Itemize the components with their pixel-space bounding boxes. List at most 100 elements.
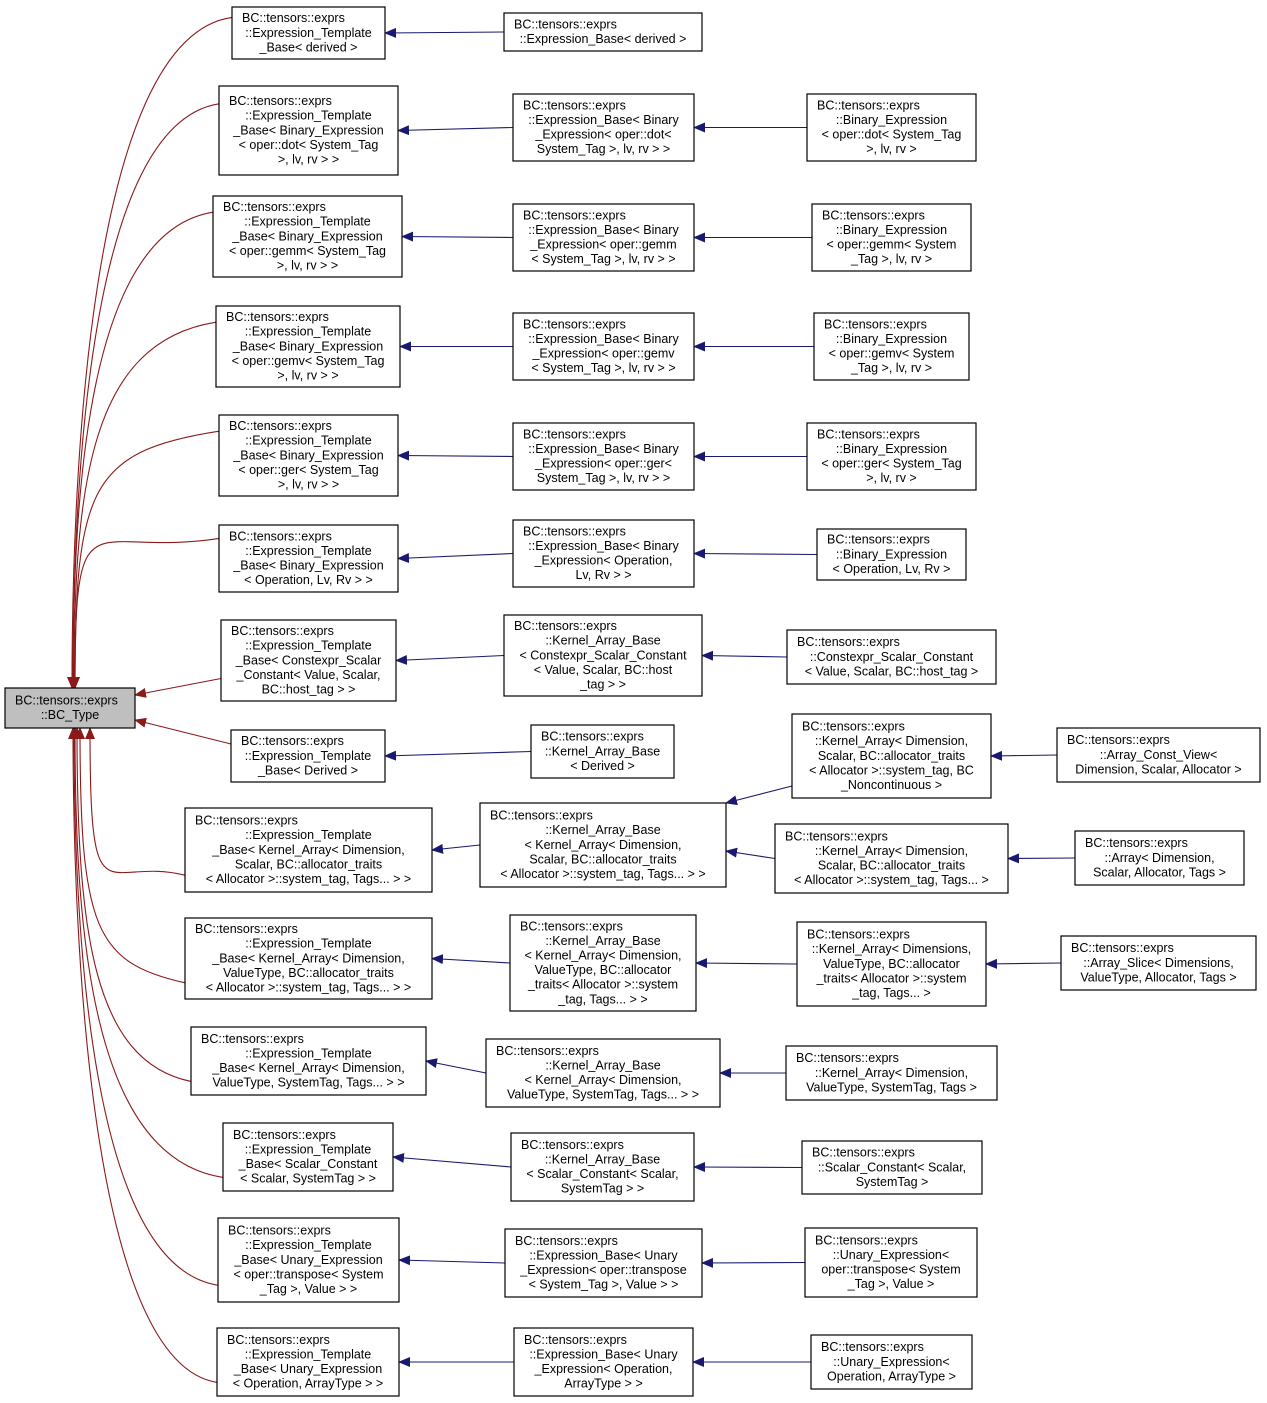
class-node-b6[interactable]: BC::tensors::exprs::Expression_Base< Bin…: [512, 519, 695, 588]
node-label-line: ::Kernel_Array< Dimensions,: [812, 942, 971, 956]
class-node-a3[interactable]: BC::tensors::exprs::Expression_Template_…: [212, 195, 403, 278]
edge-c12-to-b12: [693, 1162, 803, 1173]
class-node-a8[interactable]: BC::tensors::exprs::Expression_Template_…: [230, 729, 386, 783]
node-box: [806, 422, 977, 491]
class-node-c5[interactable]: BC::tensors::exprs::Binary_Expression< o…: [806, 422, 977, 491]
node-label-line: BC::tensors::exprs: [821, 1340, 924, 1354]
class-node-c6[interactable]: BC::tensors::exprs::Binary_Expression< O…: [816, 528, 967, 581]
class-node-c2[interactable]: BC::tensors::exprs::Binary_Expression< o…: [806, 93, 977, 162]
node-label-line: ValueType, BC::allocator_traits: [223, 966, 394, 980]
node-label-line: ::Expression_Base< derived >: [520, 32, 687, 46]
node-label-line: < Allocator >::system_tag, Tags... > >: [500, 867, 705, 881]
class-node-a7[interactable]: BC::tensors::exprs::Expression_Template_…: [220, 619, 397, 702]
node-label-line: BC::tensors::exprs: [520, 919, 623, 933]
node-label-line: BC::tensors::exprs: [241, 734, 344, 748]
class-node-b9[interactable]: BC::tensors::exprs::Kernel_Array_Base< K…: [479, 802, 727, 888]
node-label-line: _Tag >, lv, rv >: [850, 361, 932, 375]
edge-c9b-to-b9: [725, 847, 776, 860]
node-label-line: _Expression< oper::dot<: [534, 128, 671, 142]
class-node-a1[interactable]: BC::tensors::exprs::Expression_Template_…: [231, 6, 386, 60]
node-box: [215, 305, 401, 388]
node-label-line: < oper::gemm< System: [827, 238, 957, 252]
class-node-b10[interactable]: BC::tensors::exprs::Kernel_Array_Base< K…: [509, 914, 697, 1012]
class-node-b5[interactable]: BC::tensors::exprs::Expression_Base< Bin…: [512, 422, 695, 491]
node-label-line: < Constexpr_Scalar_Constant: [519, 648, 687, 662]
class-node-c13[interactable]: BC::tensors::exprs::Unary_Expression<ope…: [804, 1227, 978, 1298]
node-label-line: >, lv, rv >: [866, 142, 916, 156]
class-node-c3[interactable]: BC::tensors::exprs::Binary_Expression< o…: [811, 203, 972, 272]
class-node-a12[interactable]: BC::tensors::exprs::Expression_Template_…: [222, 1122, 394, 1192]
class-node-d9a[interactable]: BC::tensors::exprs::Array_Const_View<Dim…: [1056, 727, 1261, 783]
class-node-c12[interactable]: BC::tensors::exprs::Scalar_Constant< Sca…: [801, 1140, 983, 1195]
node-label-line: ::Expression_Template: [245, 1238, 372, 1252]
class-node-b1[interactable]: BC::tensors::exprs::Expression_Base< der…: [503, 12, 703, 52]
node-box: [513, 1327, 694, 1397]
node-label-line: BC::tensors::exprs: [195, 922, 298, 936]
class-node-b3[interactable]: BC::tensors::exprs::Expression_Base< Bin…: [512, 203, 695, 272]
node-label-line: BC::tensors::exprs: [195, 814, 298, 828]
node-label-line: BC::tensors::exprs: [515, 1234, 618, 1248]
class-node-b8[interactable]: BC::tensors::exprs::Kernel_Array_Base< D…: [530, 724, 675, 779]
node-label-line: ::Expression_Template: [245, 937, 372, 951]
node-label-line: BC::tensors::exprs: [1085, 836, 1188, 850]
edge-b12-to-a12: [392, 1152, 512, 1168]
class-node-b4[interactable]: BC::tensors::exprs::Expression_Base< Bin…: [512, 312, 695, 381]
edge-group: [134, 677, 222, 698]
node-label-line: BC::tensors::exprs: [233, 1128, 336, 1142]
node-box: [216, 1327, 400, 1397]
class-node-b11[interactable]: BC::tensors::exprs::Kernel_Array_Base< K…: [485, 1038, 721, 1108]
class-node-a11[interactable]: BC::tensors::exprs::Expression_Template_…: [190, 1026, 427, 1096]
node-label-line: Scalar, BC::allocator_traits: [529, 852, 676, 866]
class-node-a13[interactable]: BC::tensors::exprs::Expression_Template_…: [217, 1217, 400, 1303]
edge-group: [70, 537, 220, 689]
node-box: [4, 687, 136, 729]
class-node-c11[interactable]: BC::tensors::exprs::Kernel_Array< Dimens…: [785, 1045, 998, 1101]
class-node-a2[interactable]: BC::tensors::exprs::Expression_Template_…: [218, 85, 399, 176]
node-label-line: >, lv, rv > >: [277, 369, 338, 383]
class-node-d10[interactable]: BC::tensors::exprs::Array_Slice< Dimensi…: [1060, 935, 1257, 991]
node-label-line: ::Expression_Base< Unary: [529, 1249, 678, 1263]
class-node-a6[interactable]: BC::tensors::exprs::Expression_Template_…: [218, 524, 399, 593]
node-label-line: BC::tensors::exprs: [523, 98, 626, 112]
edge-group: [392, 1152, 512, 1168]
node-label-line: _Base< Kernel_Array< Dimension,: [211, 951, 404, 965]
edge-a7-to-root: [134, 677, 222, 698]
node-label-line: ::Kernel_Array_Base: [545, 934, 660, 948]
node-label-line: ::Binary_Expression: [836, 332, 947, 346]
class-node-c14[interactable]: BC::tensors::exprs::Unary_Expression<Ope…: [810, 1334, 973, 1390]
node-label-line: ::Array< Dimension,: [1104, 851, 1214, 865]
node-label-line: BC::tensors::exprs: [802, 720, 905, 734]
class-node-c4[interactable]: BC::tensors::exprs::Binary_Expression< o…: [813, 312, 970, 381]
class-node-d9b[interactable]: BC::tensors::exprs::Array< Dimension,Sca…: [1074, 830, 1245, 886]
node-label-line: _Base< Binary_Expression: [232, 559, 383, 573]
node-label-line: Scalar, BC::allocator_traits: [818, 859, 965, 873]
edge-group: [398, 1255, 506, 1266]
class-node-b2[interactable]: BC::tensors::exprs::Expression_Base< Bin…: [512, 93, 695, 162]
class-node-b13[interactable]: BC::tensors::exprs::Expression_Base< Una…: [504, 1228, 703, 1298]
node-label-line: < Operation, Lv, Rv >: [833, 562, 951, 576]
class-node-a5[interactable]: BC::tensors::exprs::Expression_Template_…: [218, 414, 399, 497]
node-label-line: ::BC_Type: [41, 708, 99, 722]
node-box: [813, 312, 970, 381]
node-label-line: BC::tensors::exprs: [514, 619, 617, 633]
class-node-b7[interactable]: BC::tensors::exprs::Kernel_Array_Base< C…: [503, 614, 703, 697]
class-node-c10[interactable]: BC::tensors::exprs::Kernel_Array< Dimens…: [796, 921, 987, 1007]
node-label-line: BC::tensors::exprs: [796, 1051, 899, 1065]
node-label-line: SystemTag >: [856, 1175, 929, 1189]
class-node-b12[interactable]: BC::tensors::exprs::Kernel_Array_Base< S…: [510, 1132, 695, 1202]
node-box: [801, 1140, 983, 1195]
node-label-line: < Value, Scalar, BC::host_tag >: [805, 664, 979, 678]
edge-a9-to-root: [85, 727, 186, 876]
class-node-a14[interactable]: BC::tensors::exprs::Expression_Template_…: [216, 1327, 400, 1397]
node-label-line: _Expression< Operation,: [534, 554, 673, 568]
class-node-c9b[interactable]: BC::tensors::exprs::Kernel_Array< Dimens…: [774, 823, 1009, 894]
node-label-line: BC::tensors::exprs: [226, 310, 329, 324]
class-node-root[interactable]: BC::tensors::exprs::BC_Type: [4, 687, 136, 729]
class-node-c7[interactable]: BC::tensors::exprs::Constexpr_Scalar_Con…: [786, 629, 997, 685]
class-node-b14[interactable]: BC::tensors::exprs::Expression_Base< Una…: [513, 1327, 694, 1397]
class-node-a9[interactable]: BC::tensors::exprs::Expression_Template_…: [184, 807, 433, 893]
node-label-line: _Noncontinuous >: [840, 778, 942, 792]
class-node-a10[interactable]: BC::tensors::exprs::Expression_Template_…: [184, 917, 433, 1000]
class-node-c9a[interactable]: BC::tensors::exprs::Kernel_Array< Dimens…: [791, 713, 992, 799]
class-node-a4[interactable]: BC::tensors::exprs::Expression_Template_…: [215, 305, 401, 388]
